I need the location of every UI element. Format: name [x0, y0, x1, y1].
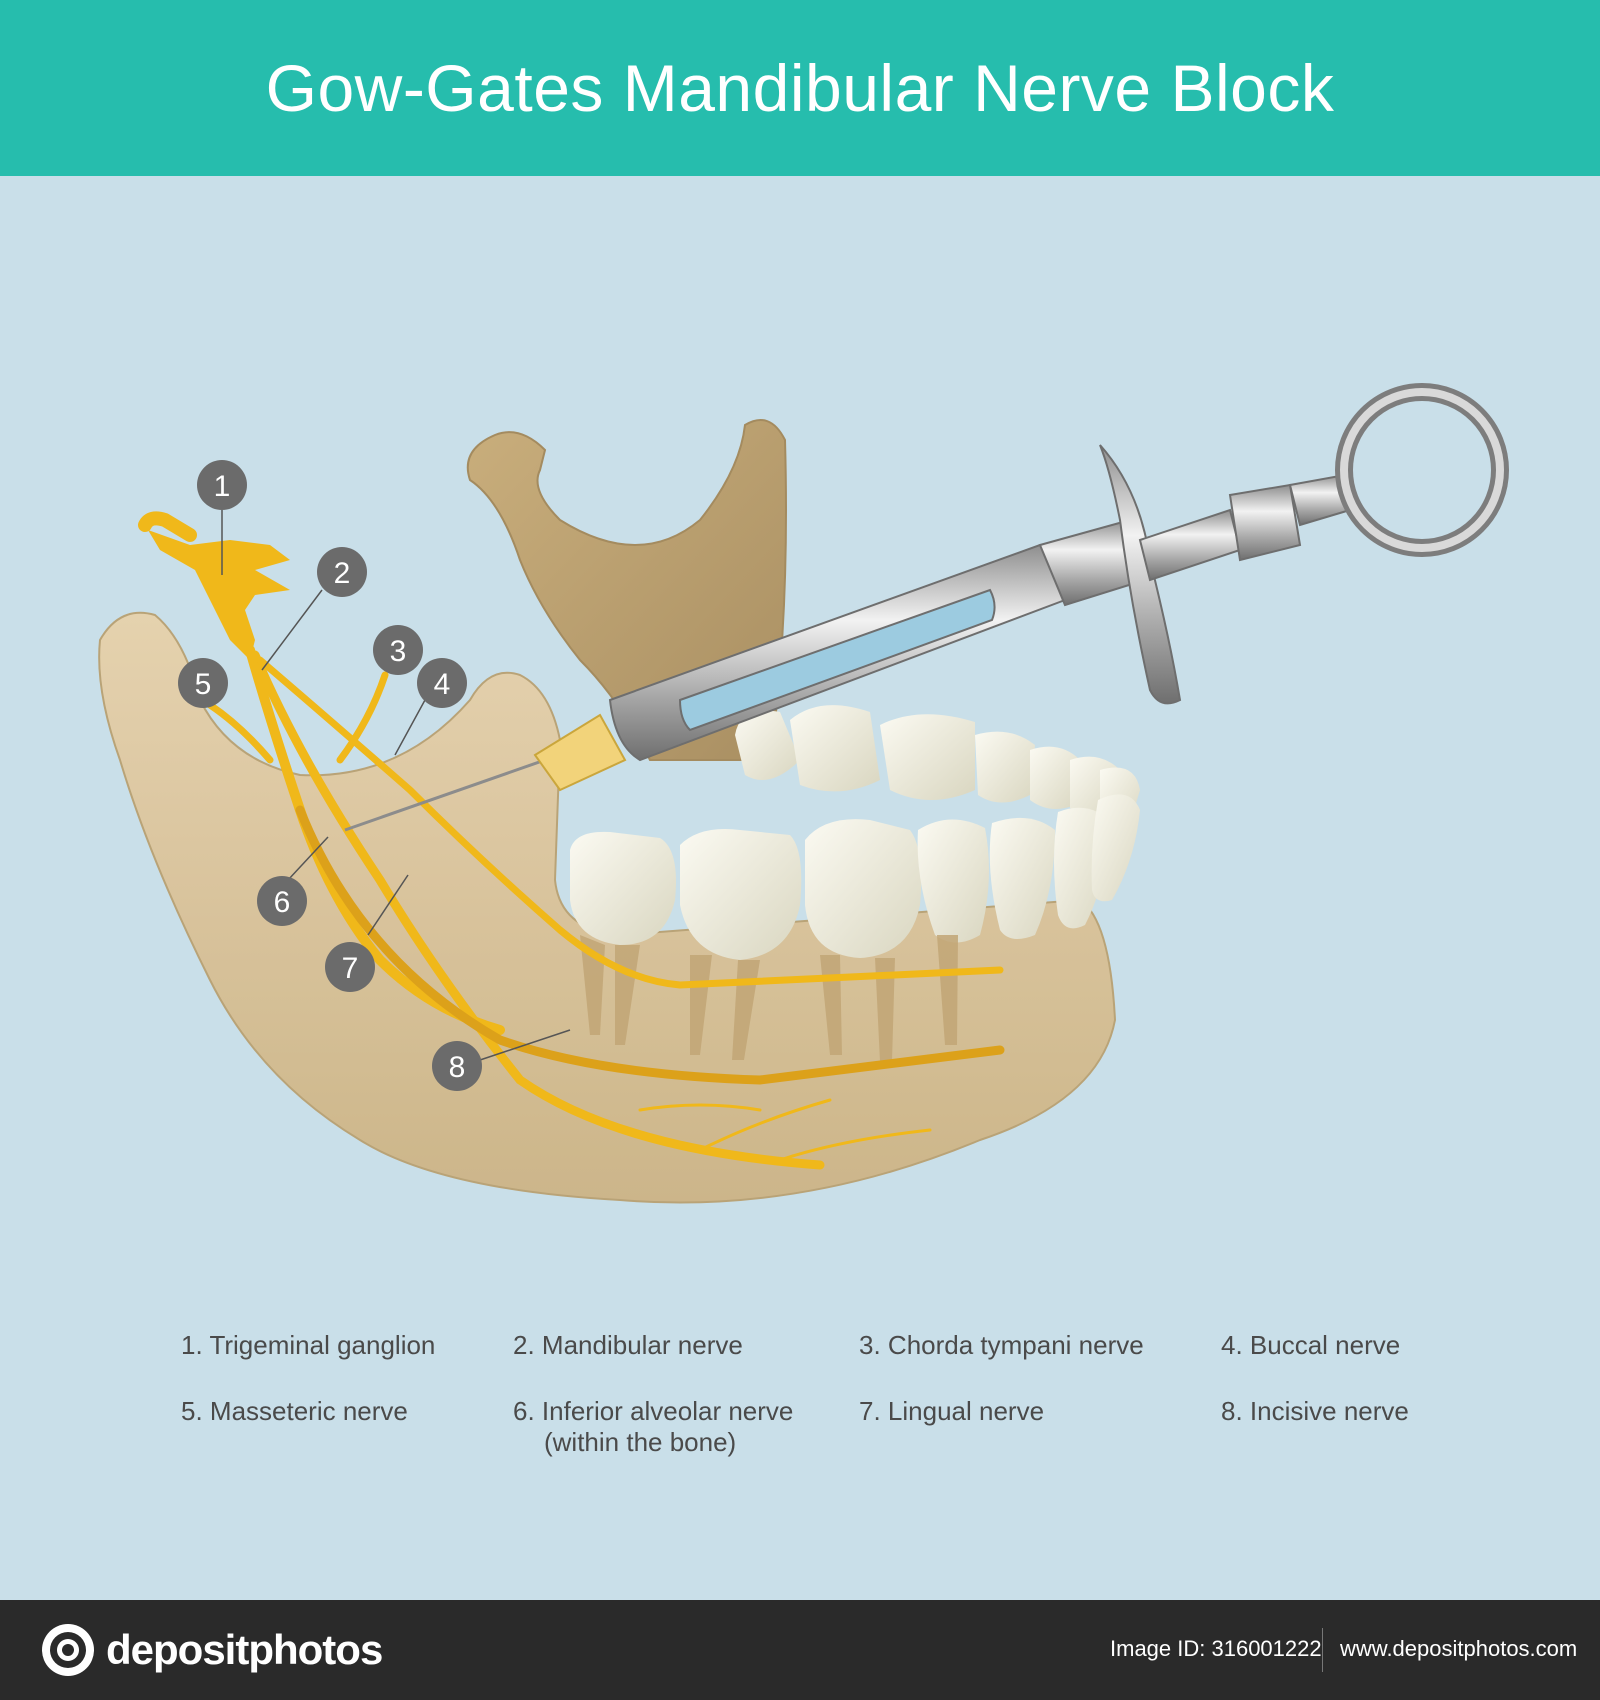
callout-5: 5 [178, 658, 228, 708]
depositphotos-logo[interactable]: depositphotos [40, 1622, 382, 1678]
callout-8: 8 [432, 1041, 482, 1091]
footer-bar: depositphotos Image ID: 316001222 www.de… [0, 1600, 1600, 1700]
site-link[interactable]: www.depositphotos.com [1340, 1636, 1577, 1662]
footer-divider [1322, 1628, 1323, 1672]
legend-item-7: 7. Lingual nerve [859, 1396, 1044, 1427]
callout-4: 4 [417, 658, 467, 708]
svg-text:5: 5 [195, 668, 212, 701]
image-id: Image ID: 316001222 [1110, 1636, 1322, 1662]
callout-7: 7 [325, 942, 375, 992]
page-title: Gow-Gates Mandibular Nerve Block [266, 50, 1335, 126]
legend-item-1: 1. Trigeminal ganglion [181, 1330, 435, 1361]
svg-text:8: 8 [449, 1051, 466, 1084]
callout-3: 3 [373, 625, 423, 675]
legend-item-4: 4. Buccal nerve [1221, 1330, 1400, 1361]
logo-text: depositphotos [106, 1626, 382, 1674]
svg-text:4: 4 [434, 668, 451, 701]
svg-text:7: 7 [342, 952, 359, 985]
callout-6: 6 [257, 876, 307, 926]
svg-text:6: 6 [274, 886, 291, 919]
camera-icon [40, 1622, 96, 1678]
svg-text:2: 2 [334, 557, 351, 590]
legend-item-5: 5. Masseteric nerve [181, 1396, 408, 1427]
legend: 1. Trigeminal ganglion 2. Mandibular ner… [0, 1320, 1600, 1480]
title-banner: Gow-Gates Mandibular Nerve Block [0, 0, 1600, 176]
svg-text:3: 3 [390, 635, 407, 668]
svg-text:1: 1 [214, 470, 231, 503]
legend-item-3: 3. Chorda tympani nerve [859, 1330, 1144, 1361]
legend-item-6: 6. Inferior alveolar nerve (within the b… [513, 1396, 793, 1458]
legend-item-2: 2. Mandibular nerve [513, 1330, 743, 1361]
callout-2: 2 [317, 547, 367, 597]
callout-1: 1 [197, 460, 247, 510]
legend-item-8: 8. Incisive nerve [1221, 1396, 1409, 1427]
